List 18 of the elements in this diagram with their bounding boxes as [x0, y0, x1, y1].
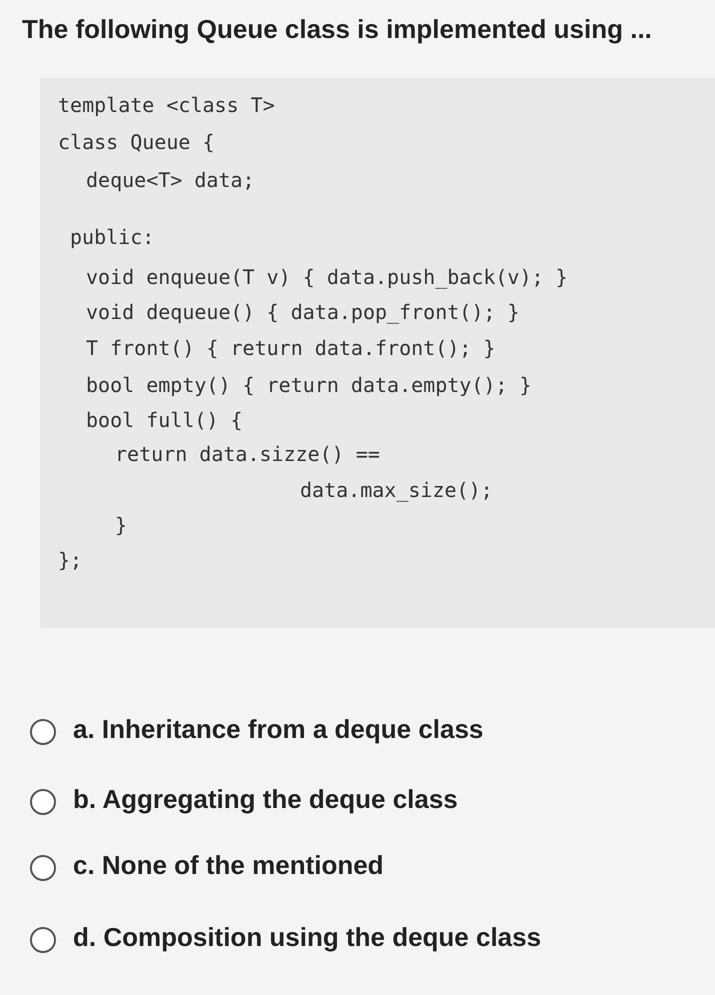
code-line: public: — [70, 225, 154, 249]
code-line: } — [115, 513, 128, 537]
code-line: bool empty() { return data.empty(); } — [86, 373, 532, 397]
answer-option: a. Inheritance from a deque class — [73, 714, 484, 745]
code-line: class Queue { — [58, 130, 215, 154]
code-line: bool full() { — [86, 408, 243, 432]
code-line: return data.sizze() == — [115, 442, 380, 466]
question-title: The following Queue class is implemented using ... — [22, 14, 652, 45]
code-line: void dequeue() { data.pop_front(); } — [86, 300, 520, 324]
code-line: data.max_size(); — [300, 478, 493, 502]
code-line: T front() { return data.front(); } — [86, 336, 496, 360]
code-line: void enqueue(T v) { data.push_back(v); } — [86, 265, 568, 289]
answer-option: b. Aggregating the deque class — [73, 784, 458, 815]
code-line: }; — [58, 548, 82, 572]
answer-option: d. Composition using the deque class — [73, 922, 542, 953]
code-line: deque<T> data; — [86, 168, 255, 192]
code-line: template <class T> — [58, 93, 275, 117]
answer-option: c. None of the mentioned — [73, 850, 384, 881]
